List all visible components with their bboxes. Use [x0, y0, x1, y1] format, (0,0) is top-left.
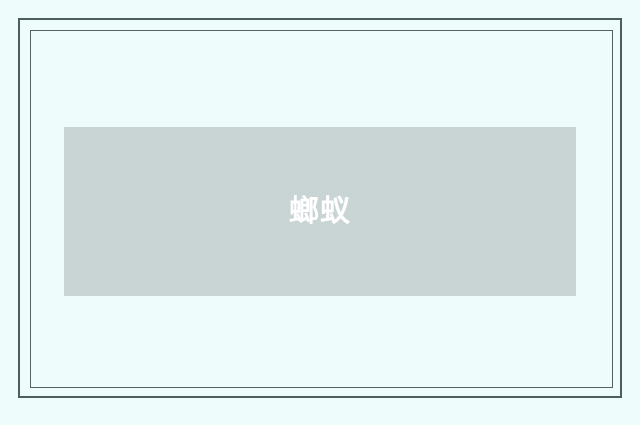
outer-frame-border	[18, 18, 622, 398]
image-placeholder-label: 螂蚁	[289, 193, 351, 229]
image-placeholder: 螂蚁	[64, 127, 576, 296]
inner-frame-border	[30, 30, 613, 388]
